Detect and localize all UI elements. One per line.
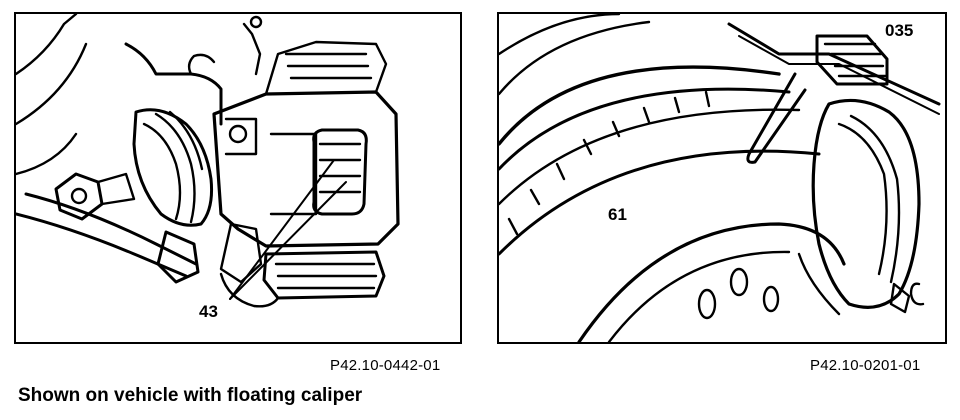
caliper-illustration: 43: [16, 14, 400, 321]
callout-43: 43: [199, 302, 218, 321]
figure-code-right: P42.10-0201-01: [810, 357, 921, 374]
figure-caption: Shown on vehicle with floating caliper: [18, 385, 363, 406]
callout-61: 61: [608, 205, 627, 224]
figure-code-left: P42.10-0442-01: [330, 357, 441, 374]
figure-left-caliper: 43: [14, 12, 462, 344]
callout-035: 035: [885, 21, 913, 40]
figure-right-disc: 61 035: [497, 12, 947, 344]
brake-disc-illustration: 61 035: [499, 14, 941, 342]
